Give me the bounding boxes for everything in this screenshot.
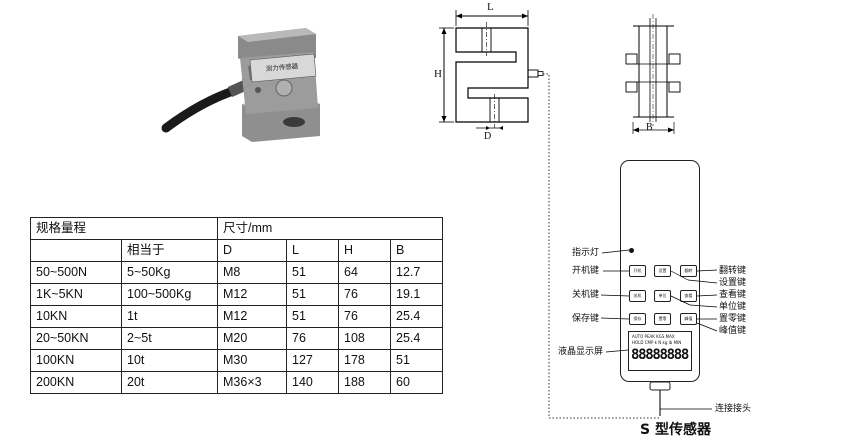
table-cell: M12 (217, 283, 287, 306)
label-save: 保存键 (572, 314, 600, 324)
lcd-display: AUTO PEAK KGS MAX HOLD CMP k N kg lb MIN… (628, 331, 692, 371)
table-cell: 76 (286, 327, 339, 350)
unit-button[interactable]: 单位 (654, 290, 671, 302)
table-cell: 178 (338, 349, 391, 372)
table-cell: 1K~5KN (30, 283, 122, 306)
table-cell: M30 (217, 349, 287, 372)
lcd-digits: 88888888 (631, 347, 689, 363)
table-cell: M8 (217, 261, 287, 284)
table-cell: 100KN (30, 349, 122, 372)
table-cell: 140 (286, 371, 339, 394)
table-cell: 100~500Kg (121, 283, 218, 306)
table-cell: 200KN (30, 371, 122, 394)
table-cell: 20~50KN (30, 327, 122, 350)
table-cell: 51 (390, 349, 443, 372)
device-cable (649, 381, 671, 416)
table-cell: 1t (121, 305, 218, 328)
label-peak: 峰值键 (719, 326, 747, 336)
table-cell: 60 (390, 371, 443, 394)
save-button[interactable]: 保存 (629, 313, 646, 325)
label-unit: 单位键 (719, 302, 747, 312)
label-flip: 翻转键 (719, 266, 747, 276)
sensor-nameplate: 测力传感器 (265, 61, 299, 73)
peak-button[interactable]: 峰值 (680, 313, 697, 325)
table-cell: 12.7 (390, 261, 443, 284)
front-dimension-drawing (439, 10, 544, 130)
label-zero: 置零键 (719, 314, 747, 324)
indicator-light (629, 248, 634, 253)
table-cell: 51 (286, 305, 339, 328)
settings-button[interactable]: 设置 (654, 265, 671, 277)
table-cell: 64 (338, 261, 391, 284)
table-header-row: 规格量程尺寸/mm (30, 217, 443, 240)
table-cell: 19.1 (390, 283, 443, 306)
sensor-photo: 测力传感器 (161, 28, 320, 142)
dimension-label-h: H (434, 68, 442, 80)
table-header-cell: H (338, 239, 391, 262)
table-header-cell (30, 239, 122, 262)
diagram-caption: S 型传感器 (640, 422, 711, 438)
table-cell: 10KN (30, 305, 122, 328)
label-power-off: 关机键 (572, 290, 600, 300)
table-cell: 20t (121, 371, 218, 394)
lcd-status-top: AUTO PEAK KGS MAX (632, 334, 675, 339)
label-connector: 连接接头 (715, 404, 752, 414)
table-header-cell: 相当于 (121, 239, 218, 262)
table-cell: M12 (217, 305, 287, 328)
lcd-status-bottom: HOLD CMP k N kg lb MIN (632, 340, 682, 345)
table-cell: 51 (286, 283, 339, 306)
table-cell: 25.4 (390, 327, 443, 350)
table-cell: 76 (338, 305, 391, 328)
view-button[interactable]: 查看 (680, 290, 697, 302)
table-cell: M36×3 (217, 371, 287, 394)
table-header-cell: L (286, 239, 339, 262)
label-settings: 设置键 (719, 278, 747, 288)
flip-button[interactable]: 翻转 (680, 265, 697, 277)
dimension-label-b: B (646, 122, 653, 133)
label-view: 查看键 (719, 290, 747, 300)
table-header-cell: D (217, 239, 287, 262)
label-power-on: 开机键 (572, 266, 600, 276)
side-dimension-drawing (625, 14, 681, 134)
table-cell: 127 (286, 349, 339, 372)
table-cell: 5~50Kg (121, 261, 218, 284)
table-header-cell: 规格量程 (30, 217, 218, 240)
table-cell: 10t (121, 349, 218, 372)
table-cell: M20 (217, 327, 287, 350)
table-cell: 188 (338, 371, 391, 394)
label-indicator: 指示灯 (572, 248, 600, 258)
table-cell: 51 (286, 261, 339, 284)
zero-button[interactable]: 置零 (654, 313, 671, 325)
label-display: 液晶显示屏 (558, 347, 604, 357)
table-cell: 25.4 (390, 305, 443, 328)
dimension-label-l: L (487, 1, 494, 13)
table-cell: 2~5t (121, 327, 218, 350)
table-cell: 50~500N (30, 261, 122, 284)
table-header-cell: B (390, 239, 443, 262)
table-header-cell: 尺寸/mm (217, 217, 443, 240)
table-cell: 76 (338, 283, 391, 306)
table-cell: 108 (338, 327, 391, 350)
dimension-label-d: D (484, 131, 492, 142)
power-on-button[interactable]: 开机 (629, 265, 646, 277)
power-off-button[interactable]: 关机 (629, 290, 646, 302)
